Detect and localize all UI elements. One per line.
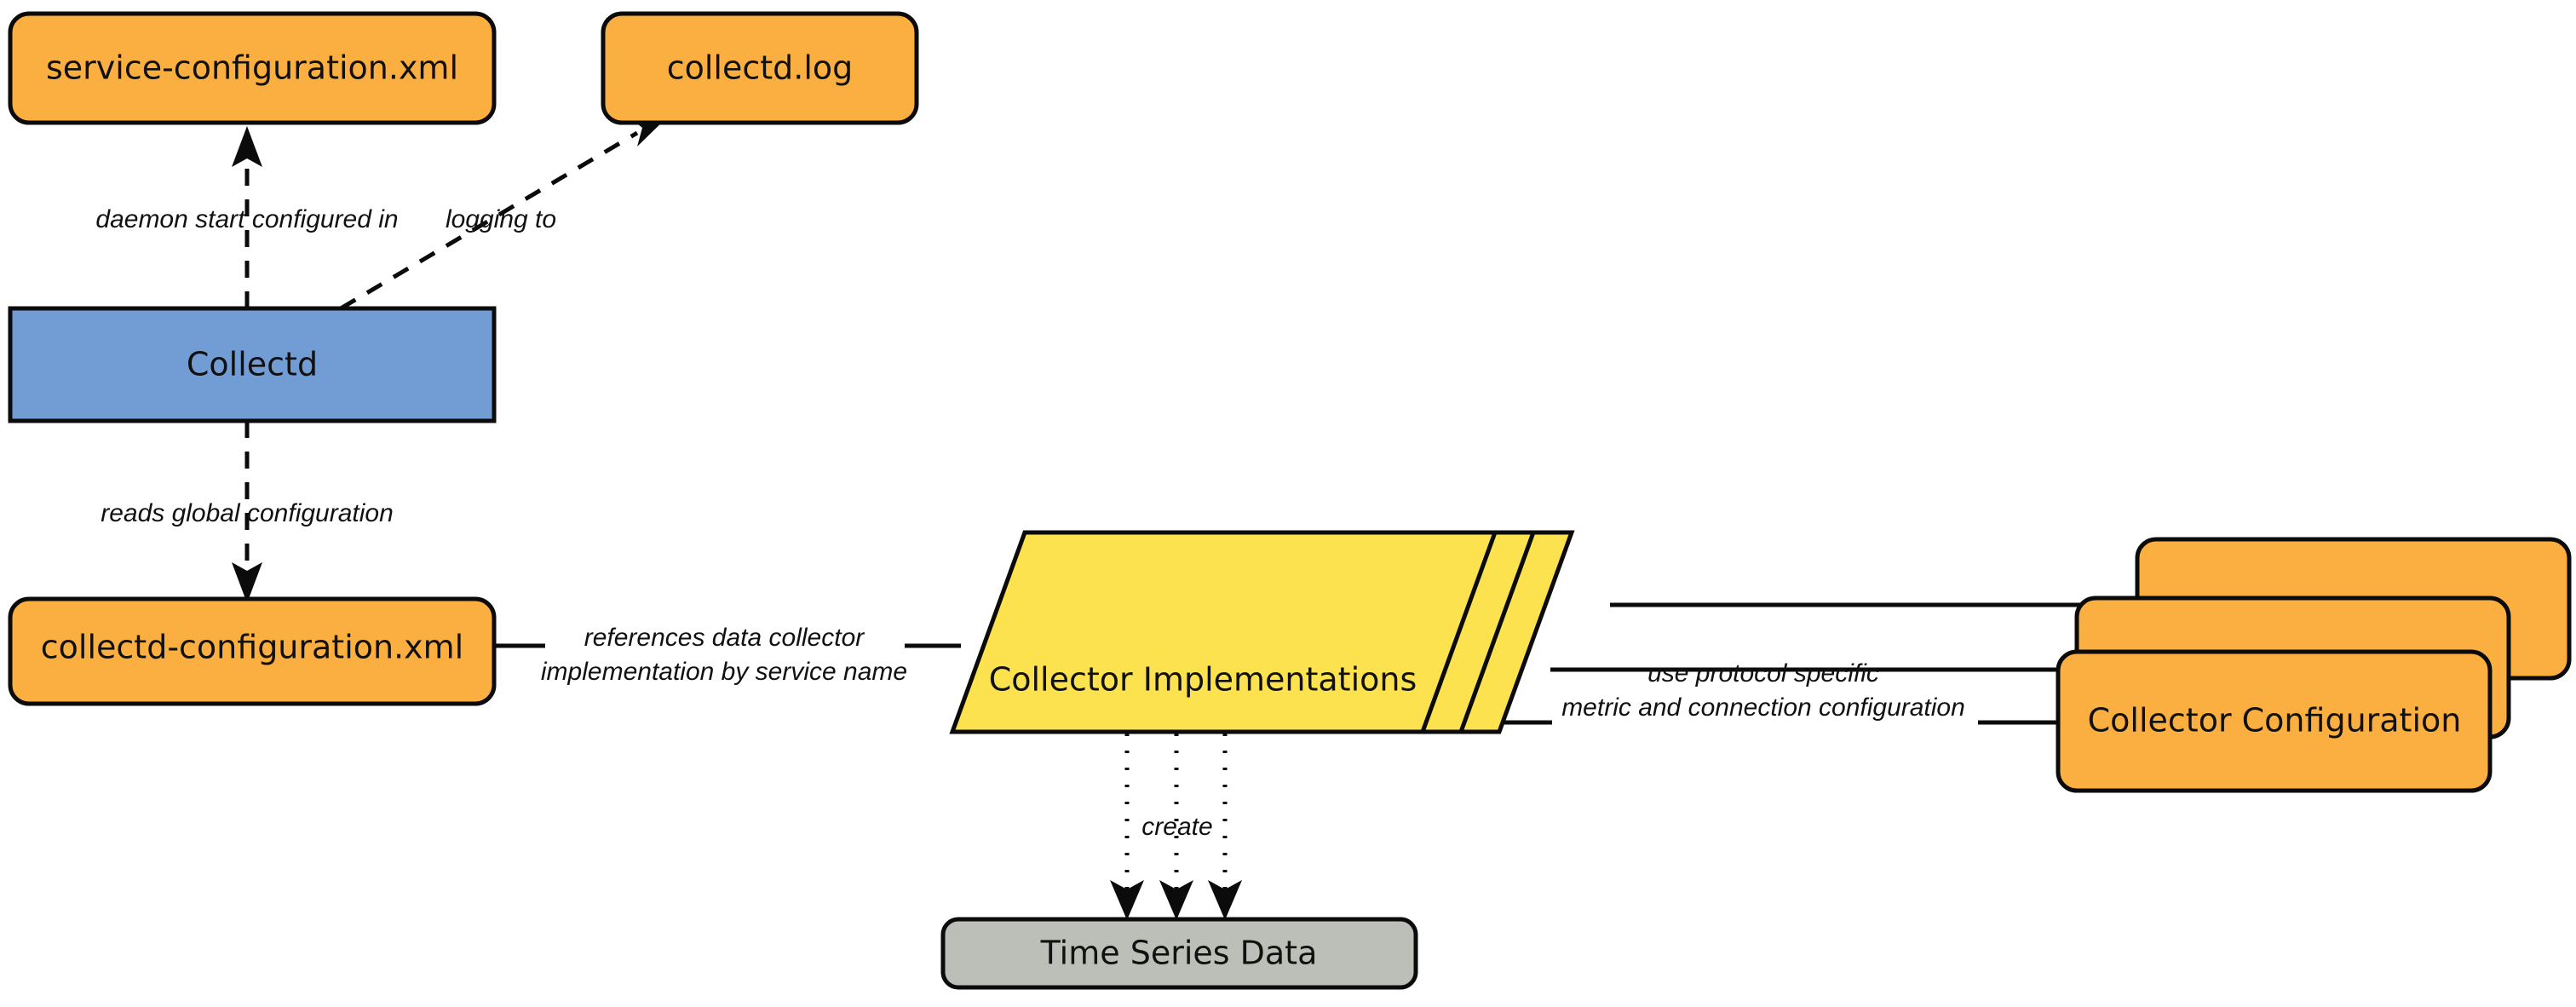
arrow-head-down-2: [1159, 880, 1193, 920]
edge-create: [1110, 734, 1242, 920]
arrow-head-down-3: [1208, 880, 1242, 920]
edge-line: [339, 130, 639, 311]
arrow-head-down: [232, 562, 262, 603]
node-collectd[interactable]: Collectd: [8, 306, 497, 423]
node-box[interactable]: [940, 917, 1418, 990]
node-time-series-data[interactable]: Time Series Data: [940, 917, 1418, 990]
node-box[interactable]: [601, 11, 919, 125]
edge-label-logging-to: logging to: [446, 205, 556, 233]
node-box[interactable]: [8, 306, 497, 423]
node-label: Collectd: [187, 346, 318, 383]
node-collectd-log[interactable]: collectd.log: [601, 11, 919, 125]
node-collectd-configuration-xml[interactable]: collectd-configuration.xml: [8, 596, 497, 706]
edge-label-create: create: [1141, 813, 1212, 841]
edge-label-references-data-collector-line1: references data collector: [584, 624, 865, 652]
node-label: collectd-configuration.xml: [41, 629, 463, 666]
edge-reads-global-configuration: [232, 421, 262, 603]
node-box[interactable]: [8, 11, 497, 125]
node-box-front[interactable]: [2056, 649, 2493, 793]
node-box[interactable]: [8, 596, 497, 706]
node-collector-configuration[interactable]: Collector Configuration: [2056, 537, 2572, 793]
node-service-configuration-xml[interactable]: service-configuration.xml: [8, 11, 497, 125]
edge-label-references-data-collector-line2: implementation by service name: [541, 658, 907, 686]
node-label: Collector Configuration: [2088, 702, 2462, 739]
edge-label-use-protocol-specific-line1: use protocol specific: [1647, 659, 1879, 688]
node-collector-implementations[interactable]: Collector Implementations: [949, 530, 1575, 734]
node-label: Time Series Data: [1040, 935, 1318, 972]
node-parallelogram-front[interactable]: [949, 530, 1498, 734]
edge-label-reads-global-configuration: reads global configuration: [101, 499, 394, 527]
edge-label-use-protocol-specific-line2: metric and connection configuration: [1561, 693, 1965, 722]
node-label: service-configuration.xml: [46, 49, 458, 87]
node-label: Collector Implementations: [989, 661, 1417, 699]
arrow-head-down-1: [1110, 880, 1144, 920]
edge-daemon-start-configured-in: [232, 126, 262, 308]
arrow-head-up: [232, 126, 262, 167]
node-label: collectd.log: [667, 49, 854, 87]
edge-label-daemon-start-configured-in: daemon start configured in: [95, 205, 398, 233]
